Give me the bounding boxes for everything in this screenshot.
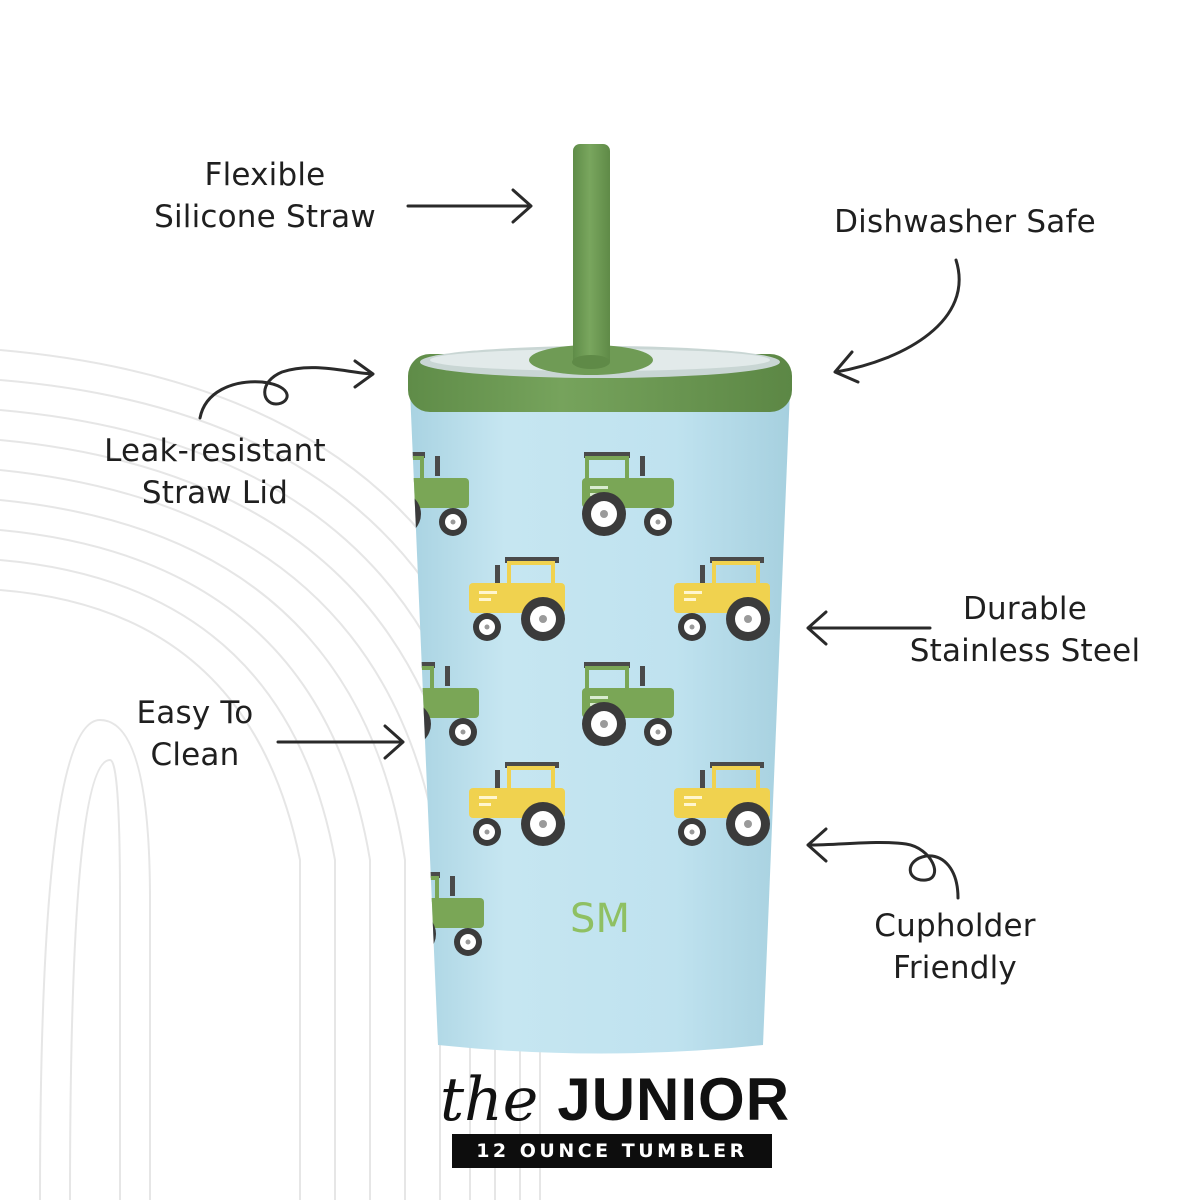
feature-label: Stainless Steel: [909, 633, 1141, 669]
callout-arrows: [198, 188, 961, 900]
feature-label: Easy To: [136, 695, 254, 731]
feature-label: Clean: [150, 737, 240, 773]
feature-label: Dishwasher Safe: [834, 204, 1096, 240]
silicone-straw: [573, 144, 610, 376]
feature-label: Silicone Straw: [154, 199, 376, 235]
logo-mark: SM: [570, 896, 630, 942]
product-title-script: the: [440, 1065, 539, 1135]
arrow-icon: [806, 827, 960, 900]
feature-label: Friendly: [893, 950, 1017, 986]
feature-label: Straw Lid: [141, 475, 289, 511]
feature-label: Flexible: [204, 157, 326, 193]
feature-cupholder-friendly: Cupholder Friendly: [830, 905, 1080, 989]
arrow-icon: [198, 359, 375, 420]
arrow-icon: [806, 610, 932, 646]
arrow-icon: [276, 724, 405, 760]
product-subtitle-badge: 12 OUNCE TUMBLER: [452, 1134, 772, 1168]
feature-stainless-steel: Durable Stainless Steel: [880, 588, 1170, 672]
tractor-icon: [785, 460, 790, 548]
straw-lid: [408, 330, 792, 412]
feature-label: Cupholder: [874, 908, 1036, 944]
feature-label: Durable: [962, 591, 1088, 627]
arrow-icon: [406, 188, 533, 224]
tumbler-body: SM: [410, 390, 790, 1054]
feature-dishwasher-safe: Dishwasher Safe: [800, 201, 1130, 243]
feature-flexible-straw: Flexible Silicone Straw: [120, 154, 410, 238]
arrow-icon: [833, 258, 961, 384]
product-title: the JUNIOR: [440, 1065, 789, 1135]
feature-label: Leak-resistant: [104, 433, 326, 469]
product-brand: the JUNIOR 12 OUNCE TUMBLER: [440, 1065, 789, 1168]
product-title-main: JUNIOR: [557, 1066, 791, 1133]
feature-leak-resistant-lid: Leak-resistant Straw Lid: [75, 430, 355, 514]
feature-easy-to-clean: Easy To Clean: [85, 692, 305, 776]
